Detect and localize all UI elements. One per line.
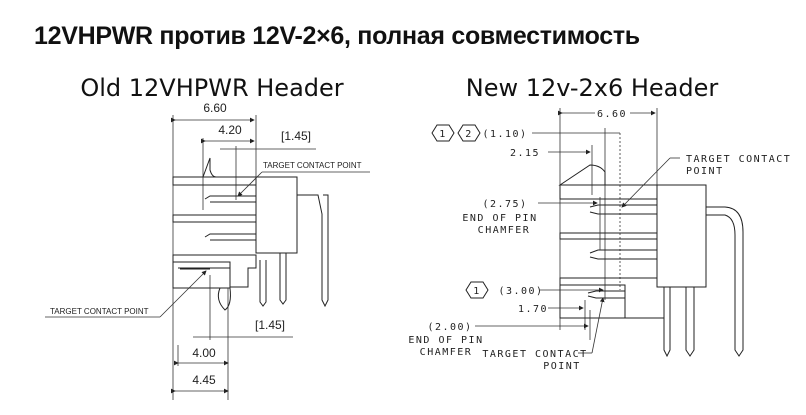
new-target-top-line1: TARGET CONTACT — [686, 154, 791, 165]
new-dim-3-00: (3.00) — [498, 286, 543, 297]
new-hex-1: 1 — [439, 129, 447, 140]
new-dim-6-60: 6.60 — [597, 109, 627, 120]
old-dim-1-45-bottom: [1.45] — [255, 318, 285, 332]
old-dim-4-45: 4.45 — [192, 373, 216, 387]
new-dim-2-75: (2.75) — [482, 199, 527, 210]
new-dim-2-15: 2.15 — [510, 148, 540, 159]
new-header-title: New 12v-2x6 Header — [466, 74, 719, 102]
old-dim-6-60: 6.60 — [203, 101, 227, 115]
new-dim-1-10: (1.10) — [482, 129, 527, 140]
new-hex-1b: 1 — [473, 286, 481, 297]
new-header-diagram: New 12v-2x6 Header 6.60 1 2 (1.10) 2.15 … — [408, 74, 791, 372]
new-end-of-pin-2: END OF PIN — [408, 335, 483, 346]
old-target-bottom-label: TARGET CONTACT POINT — [50, 307, 149, 316]
new-dim-2-00: (2.00) — [427, 322, 472, 333]
hexagon-callout-1b — [465, 281, 489, 299]
new-end-of-pin-1: END OF PIN — [462, 213, 537, 224]
new-chamfer-2: CHAMFER — [420, 347, 473, 358]
old-dim-4-00: 4.00 — [192, 346, 216, 360]
old-header-title: Old 12VHPWR Header — [80, 74, 343, 102]
old-dim-1-45-top: [1.45] — [281, 129, 311, 143]
new-hex-2: 2 — [465, 129, 473, 140]
new-dim-1-70: 1.70 — [518, 304, 548, 315]
old-dim-4-20: 4.20 — [218, 123, 242, 137]
old-target-top-label: TARGET CONTACT POINT — [263, 161, 362, 170]
new-target-bottom-line1: TARGET CONTACT — [482, 349, 587, 360]
new-chamfer-1: CHAMFER — [478, 225, 531, 236]
new-target-bottom-line2: POINT — [543, 361, 581, 372]
new-target-top-line2: POINT — [686, 166, 724, 177]
headline: 12VHPWR против 12V-2×6, полная совместим… — [34, 22, 640, 50]
hexagon-callout-1 — [431, 124, 455, 142]
old-header-diagram: Old 12VHPWR Header 6.60 4.20 [1.45] TARG… — [45, 74, 370, 400]
hexagon-callout-2 — [457, 124, 481, 142]
